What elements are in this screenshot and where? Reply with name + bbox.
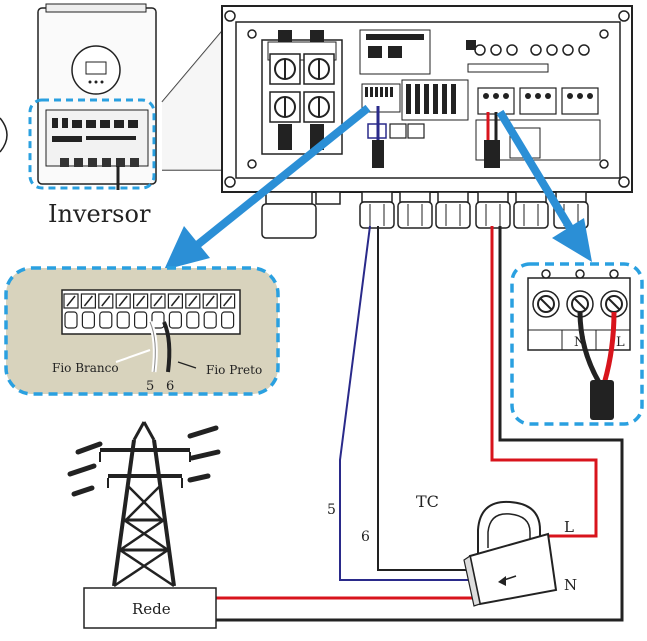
terminal-clamp (203, 311, 217, 329)
ct-label: TC (416, 492, 439, 511)
arrow-to-ac-callout (496, 109, 592, 262)
inverter-panel (221, 5, 633, 193)
terminal-n-label: N (574, 335, 585, 350)
inverter-label: Inversor (48, 200, 151, 228)
terminal-screw-slot (118, 295, 128, 307)
terminal-screw-slot (223, 295, 233, 307)
terminal-screw-slot (205, 295, 215, 307)
terminal-clamp (221, 311, 235, 329)
inverter-highlight (28, 98, 156, 190)
line-label: L (564, 518, 574, 536)
white-wire-label: Fio Branco (52, 361, 119, 375)
terminal-screw-slot (66, 295, 76, 307)
terminal-screw-slot (136, 295, 146, 307)
cable-glands (261, 191, 589, 239)
arrow-to-comm-callout (164, 104, 371, 270)
terminal-clamp (81, 311, 96, 329)
neutral-label: N (564, 576, 577, 594)
pin-6-label: 6 (166, 379, 174, 394)
ct-clamp (463, 500, 558, 607)
terminal-screw-slot (170, 295, 180, 307)
terminal-l-label: L (616, 335, 625, 350)
terminal-screw-slot (153, 295, 163, 307)
grid-label: Rede (132, 600, 171, 618)
black-wire-label: Fio Preto (206, 363, 262, 377)
inverter-illustration (37, 3, 157, 190)
terminal-clamp (186, 311, 200, 329)
terminal-screw-slot (83, 295, 93, 307)
grid-box (83, 587, 217, 629)
terminal-clamp (151, 311, 165, 329)
terminal-screw-slot (188, 295, 198, 307)
transmission-tower-icon (67, 421, 221, 588)
terminal-clamp (99, 311, 113, 329)
comm-terminal-callout (4, 266, 280, 396)
terminal-clamp (116, 311, 130, 329)
terminal-clamp (168, 311, 182, 329)
wire-6-label: 6 (361, 529, 370, 545)
terminal-clamp (134, 311, 148, 329)
terminal-clamp (64, 311, 78, 329)
pin-5-label: 5 (146, 379, 154, 394)
terminal-screw-slot (101, 295, 111, 307)
ac-terminal-callout (510, 262, 644, 426)
wire-5-label: 5 (327, 502, 336, 518)
